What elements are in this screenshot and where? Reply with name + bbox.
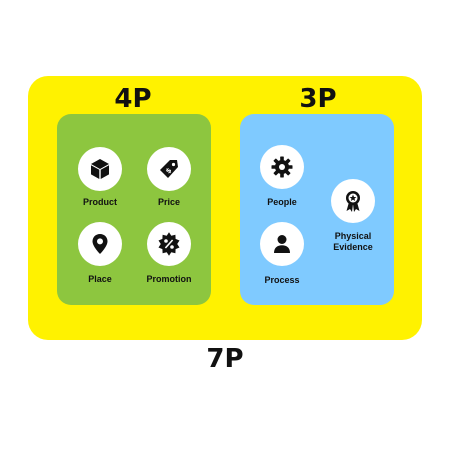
box-icon: [78, 147, 122, 191]
place-label: Place: [88, 274, 112, 284]
award-ribbon-icon: [331, 179, 375, 223]
four-p-panel: [57, 114, 211, 305]
three-p-heading: 3P: [299, 84, 337, 114]
percent-badge-icon: [147, 222, 191, 266]
physical-evidence-label: Physical Evidence: [333, 231, 373, 252]
map-pin-icon: [78, 222, 122, 266]
person-icon: [260, 222, 304, 266]
price-label: Price: [157, 197, 181, 207]
price-tag-icon: $: [147, 147, 191, 191]
process-label: Process: [264, 275, 300, 285]
seven-p-heading: 7P: [206, 344, 244, 374]
gear-icon: [260, 145, 304, 189]
promotion-label: Promotion: [146, 274, 192, 284]
svg-text:$: $: [164, 166, 173, 175]
four-p-heading: 4P: [114, 84, 152, 114]
people-label: People: [267, 197, 297, 207]
product-label: Product: [82, 197, 117, 207]
